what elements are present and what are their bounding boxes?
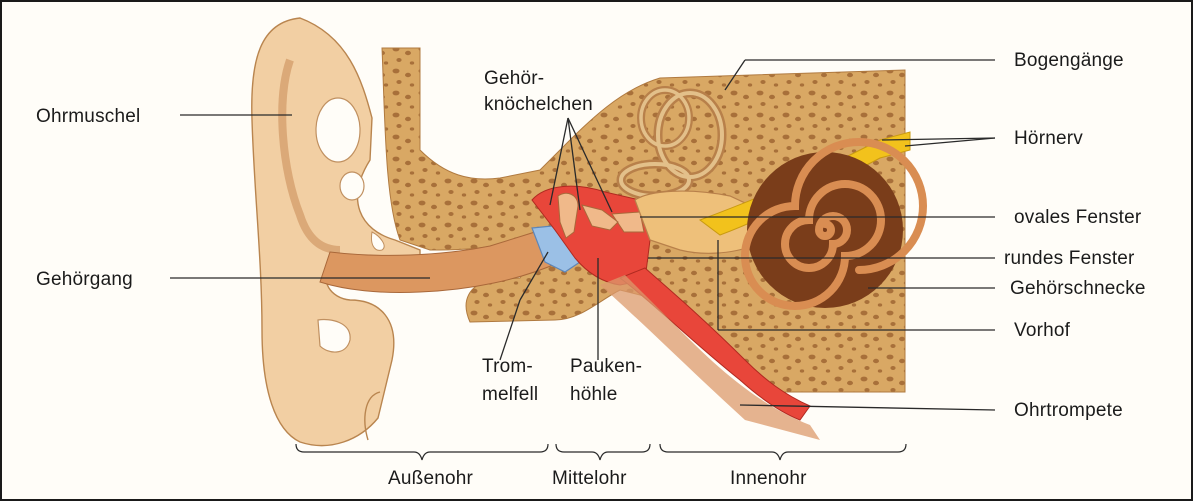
label-trommelfell-1: Trom- [482, 356, 533, 377]
label-vorhof: Vorhof [1014, 320, 1071, 341]
ohrmuschel-hollow-2 [340, 172, 364, 200]
region-brackets [296, 444, 906, 460]
label-gehoerschnecke: Gehörschnecke [1010, 278, 1146, 299]
label-hoernerv: Hörnerv [1014, 128, 1083, 149]
label-rundes-fenster: rundes Fenster [1004, 248, 1135, 269]
bracket-mittelohr [556, 444, 650, 460]
label-mittelohr: Mittelohr [552, 468, 627, 489]
label-bogengaenge: Bogengänge [1014, 50, 1124, 71]
label-gehoerknoechelchen-1: Gehör- [484, 68, 544, 89]
bracket-aussenohr [296, 444, 548, 460]
label-trommelfell-2: melfell [482, 384, 538, 405]
label-ohrmuschel: Ohrmuschel [36, 106, 140, 127]
label-ohrtrompete: Ohrtrompete [1014, 400, 1123, 421]
label-aussenohr: Außenohr [388, 468, 474, 489]
label-gehoerknoechelchen-2: knöchelchen [484, 94, 593, 115]
bracket-innenohr [660, 444, 906, 460]
label-paukenhoehle-1: Pauken- [570, 356, 642, 377]
ohrmuschel-hollow-1 [316, 98, 360, 162]
label-ovales-fenster: ovales Fenster [1014, 207, 1142, 228]
label-gehoergang: Gehörgang [36, 269, 133, 290]
label-innenohr: Innenohr [730, 468, 807, 489]
label-paukenhoehle-2: höhle [570, 384, 618, 405]
